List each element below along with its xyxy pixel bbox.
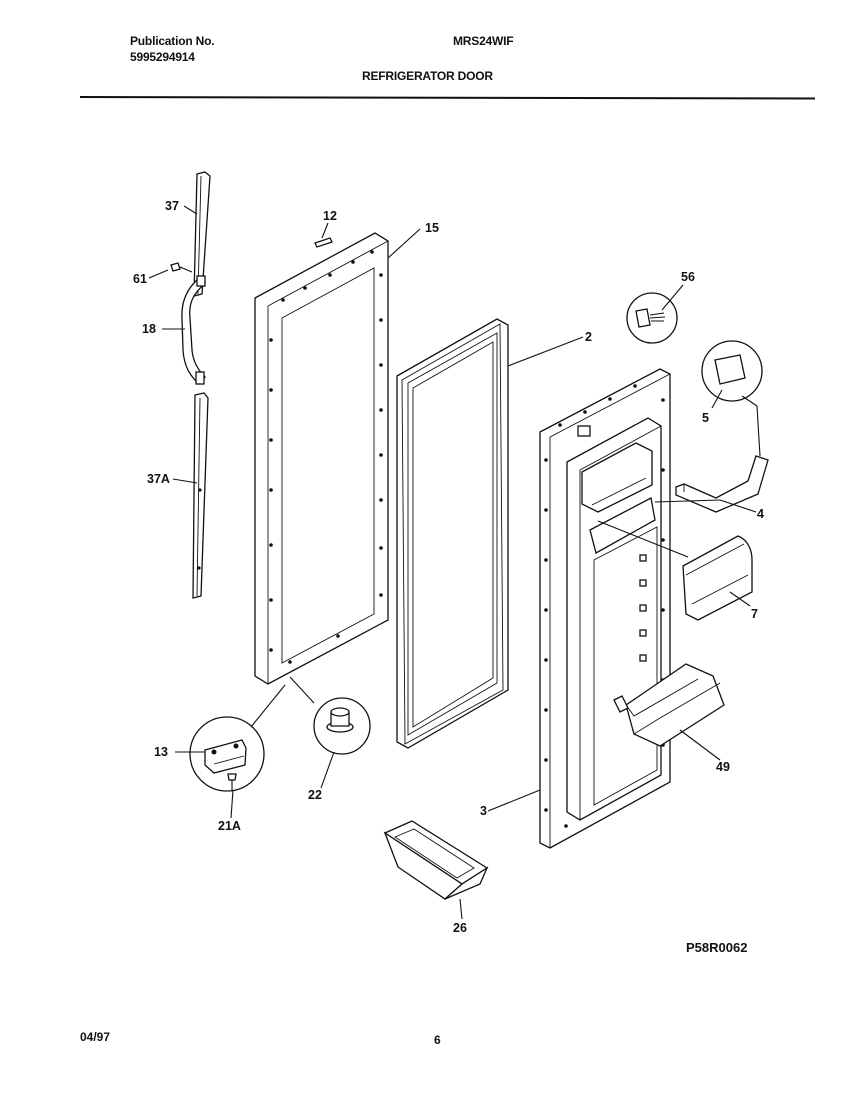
part-18-handle [181,275,207,385]
part-56-screw [626,292,678,344]
part-15-door-panel [254,232,389,685]
part-5-end-cap [701,340,763,402]
part-37-trim-strip [193,171,211,297]
part-12-plug [314,237,333,248]
callout-21a: 21A [218,819,241,833]
part-4-shelf-rail [675,455,769,513]
callout-18: 18 [142,322,156,336]
callout-61: 61 [133,272,147,286]
callout-22: 22 [308,788,322,802]
model-number: MRS24WIF [453,34,514,48]
callout-3: 3 [480,804,487,818]
part-22-bushing [313,697,371,755]
callout-26: 26 [453,921,467,935]
drawing-code: P58R0062 [686,940,748,955]
part-61-screw [170,262,193,273]
part-2-gasket [396,318,509,749]
part-7-shelf-cover [682,535,753,621]
part-49-door-bin [613,663,725,747]
callout-56: 56 [681,270,695,284]
part-26-tray [383,820,489,900]
callout-4: 4 [757,507,764,521]
callouts: 37 61 18 37A 12 15 2 56 5 4 7 49 3 13 21… [133,199,764,935]
callout-7: 7 [751,607,758,621]
part-37a-trim-strip [192,392,209,599]
callout-49: 49 [716,760,730,774]
publication-date: 04/97 [80,1030,111,1044]
part-3-door-liner [539,368,671,849]
part-21a-screw [227,773,237,790]
section-title: REFRIGERATOR DOOR [362,69,493,83]
callout-13: 13 [154,745,168,759]
callout-12: 12 [323,209,337,223]
publication-number: 5995294914 [130,50,195,64]
page-number: 6 [434,1033,441,1047]
part-13-hinge [189,716,265,792]
callout-15: 15 [425,221,439,235]
publication-label: Publication No. [130,34,215,48]
callout-37a: 37A [147,472,170,486]
callout-5: 5 [702,411,709,425]
callout-37: 37 [165,199,179,213]
leader-lines [148,205,761,920]
callout-2: 2 [585,330,592,344]
